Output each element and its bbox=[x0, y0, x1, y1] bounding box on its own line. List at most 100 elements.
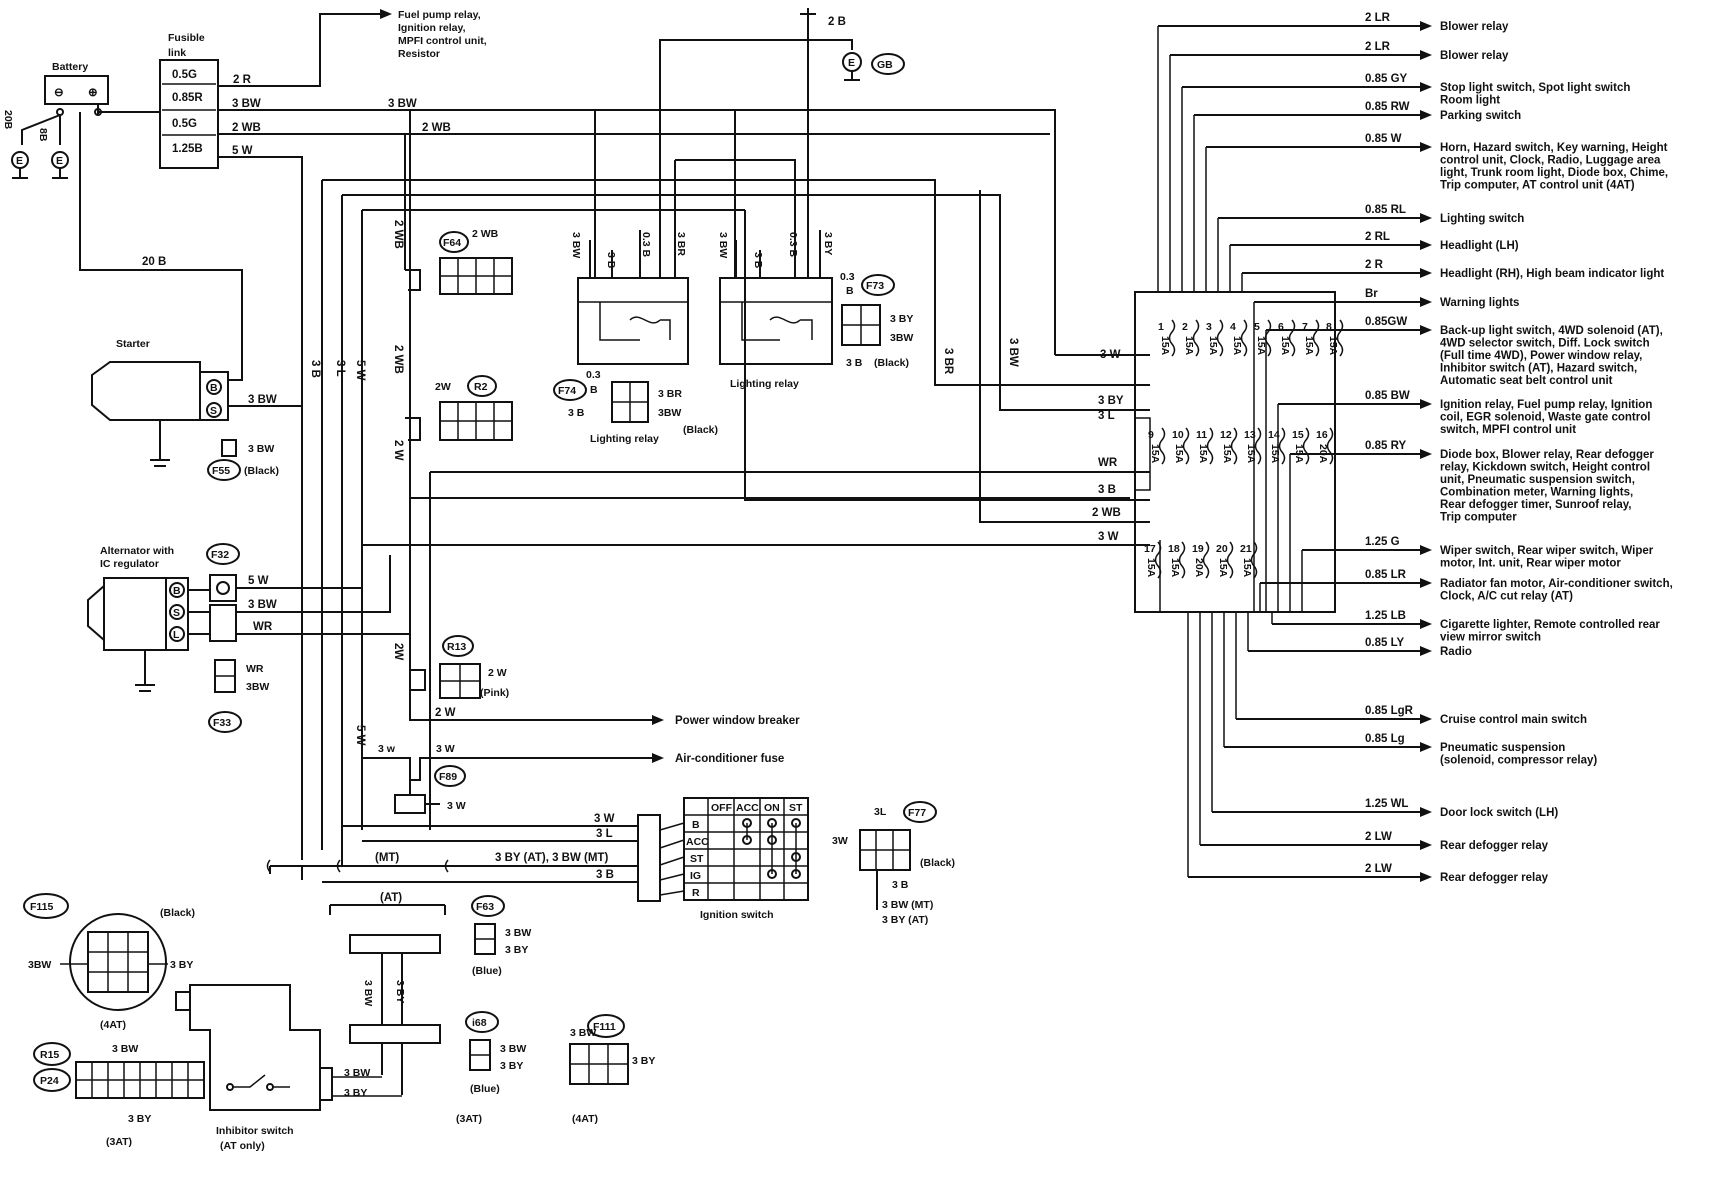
f74-w1: 0.3 bbox=[586, 369, 601, 381]
i68-w2: 3 BY bbox=[500, 1060, 523, 1072]
fuse-number: 1 bbox=[1158, 321, 1164, 333]
fuse-number: 7 bbox=[1302, 321, 1308, 333]
fusible-rating-1: 0.5G bbox=[172, 69, 197, 81]
output-destination: Stop light switch, Spot light switch bbox=[1440, 82, 1630, 94]
alternator-label-1: Alternator with bbox=[100, 545, 174, 557]
output-wire: 0.85 RW bbox=[1365, 101, 1410, 113]
output-destination: Horn, Hazard switch, Key warning, Height bbox=[1440, 142, 1668, 154]
fuse-amp: 15A bbox=[1159, 336, 1171, 356]
fuse-number: 10 bbox=[1172, 429, 1184, 441]
output-destination: Blower relay bbox=[1440, 50, 1509, 62]
output-destination: Pneumatic suspension bbox=[1440, 742, 1565, 754]
f77-mt: 3 BW (MT) bbox=[882, 899, 933, 911]
lighting-relay-1: 3 BW 3 B 0.3 B 3 BR bbox=[570, 230, 689, 365]
f63-w2: 3 BY bbox=[505, 944, 528, 956]
fuse-number: 21 bbox=[1240, 543, 1252, 555]
connector-f32: F32 bbox=[206, 543, 240, 642]
f73-w2: 3 BY bbox=[890, 313, 913, 325]
fuse-number: 20 bbox=[1216, 543, 1228, 555]
fuse-number: 18 bbox=[1168, 543, 1180, 555]
output-destination: light, Trunk room light, Diode box, Chim… bbox=[1440, 167, 1668, 179]
ig-row-acc: ACC bbox=[686, 836, 709, 848]
fuse-amp: 15A bbox=[1255, 336, 1267, 356]
f73-w1b: B bbox=[846, 285, 854, 297]
f111-note: (4AT) bbox=[572, 1113, 598, 1125]
fuse-input-6: 2 WB bbox=[1092, 507, 1121, 519]
fuse-number: 17 bbox=[1144, 543, 1156, 555]
f111-id: F111 bbox=[593, 1021, 616, 1033]
output-destination: Room light bbox=[1440, 95, 1500, 107]
fuse-input-3: 3 L bbox=[1098, 410, 1115, 422]
output-destination: relay, Kickdown switch, Height control bbox=[1440, 462, 1650, 474]
lighting-relay-2-label: Lighting relay bbox=[730, 378, 799, 390]
gb-ground: 2 B E GB bbox=[800, 8, 905, 81]
alternator-b-terminal: B bbox=[173, 585, 181, 597]
ig-row-b: B bbox=[692, 819, 700, 831]
f74-id: F74 bbox=[558, 385, 576, 397]
f33-id: F33 bbox=[213, 717, 231, 729]
inhibitor-switch: 3 BW 3 BY Inhibitor switch (AT only) bbox=[189, 984, 402, 1152]
output-destination: 4WD selector switch, Diff. Lock switch bbox=[1440, 338, 1650, 350]
connector-f74: F74 0.3 B 3 B 3 BR 3BW Lighting relay (B… bbox=[553, 369, 718, 445]
fuse-number: 13 bbox=[1244, 429, 1256, 441]
top-destination: Fuel pump relay, Ignition relay, MPFI co… bbox=[398, 9, 487, 60]
output-destination: (solenoid, compressor relay) bbox=[1440, 755, 1597, 767]
alternator-label-2: IC regulator bbox=[100, 558, 159, 570]
f74-w2: 3 B bbox=[568, 407, 585, 419]
output-destination: Trip computer bbox=[1440, 512, 1517, 524]
f111-w2: 3 BY bbox=[632, 1055, 655, 1067]
fusible-rating-4: 1.25B bbox=[172, 143, 203, 155]
fuse-amp: 20A bbox=[1193, 558, 1205, 578]
f74-w3: 3 BR bbox=[658, 388, 682, 400]
f33-wire-1: WR bbox=[246, 663, 264, 675]
svg-text:E: E bbox=[16, 155, 23, 167]
ignition-switch-label: Ignition switch bbox=[700, 909, 774, 921]
alternator-l-terminal: L bbox=[173, 629, 180, 641]
fuse-input-4: WR bbox=[1098, 457, 1118, 469]
r15-w2: 3 BY bbox=[128, 1113, 151, 1125]
fuse-amp: 15A bbox=[1327, 336, 1339, 356]
output-wire: 1.25 LB bbox=[1365, 610, 1406, 622]
fuse-input-5: 3 B bbox=[1098, 484, 1116, 496]
svg-text:E: E bbox=[56, 155, 63, 167]
output-wire: 0.85 LR bbox=[1365, 569, 1407, 581]
output-destination: Rear defogger relay bbox=[1440, 872, 1549, 884]
output-destination: Lighting switch bbox=[1440, 213, 1524, 225]
f89-wire-a: 3 w bbox=[378, 743, 396, 755]
output-wire: 2 LW bbox=[1365, 863, 1392, 875]
fuse-amp: 15A bbox=[1149, 444, 1161, 464]
wire-5w-vertical-2: 5 W bbox=[354, 725, 366, 746]
r13-wire: 2 W bbox=[488, 667, 507, 679]
inhibitor-v2: 3 BY bbox=[394, 980, 406, 1003]
inhibitor-w1: 3 BW bbox=[344, 1067, 370, 1079]
output-destination: (Full time 4WD), Power window relay, bbox=[1440, 350, 1642, 362]
p24-id: P24 bbox=[40, 1075, 59, 1087]
f63-id: F63 bbox=[476, 901, 494, 913]
f89-wire: 3 W bbox=[447, 800, 466, 812]
wire-3bw-b: 3 BW bbox=[388, 98, 417, 110]
ig-header-acc: ACC bbox=[736, 802, 759, 814]
f74-color: (Black) bbox=[683, 424, 718, 436]
r13-color: (Pink) bbox=[480, 687, 509, 699]
ig-header-on: ON bbox=[764, 802, 780, 814]
fusible-link: Fusible link 0.5G 0.85R 0.5G 1.25B bbox=[159, 32, 219, 169]
dest-aircon-fuse: Air-conditioner fuse bbox=[675, 753, 784, 765]
dest-power-window-breaker: Power window breaker bbox=[675, 715, 800, 727]
battery: Battery ⊖ ⊕ bbox=[21, 61, 109, 145]
fuse-box: 115A215A315A415A515A615A715A815A915A1015… bbox=[1134, 291, 1344, 613]
fuse-number: 16 bbox=[1316, 429, 1328, 441]
lr1-wire-bw: 3 BW bbox=[570, 232, 582, 258]
battery-ground-left: 20B 8B E E bbox=[2, 110, 69, 179]
fuse-amp: 15A bbox=[1169, 558, 1181, 578]
inhibitor-label-2: (AT only) bbox=[220, 1140, 265, 1152]
wire-bat-starter: 20 B bbox=[142, 256, 166, 268]
connector-f115: F115 (Black) 3BW 3 BY (4AT) bbox=[23, 893, 195, 1031]
